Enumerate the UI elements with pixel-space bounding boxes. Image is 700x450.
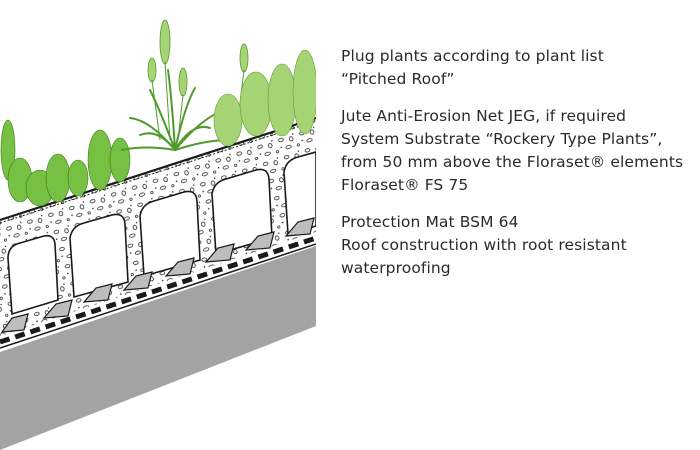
roof-construction bbox=[0, 246, 316, 450]
green-roof-cross-section bbox=[0, 19, 316, 450]
legend-plants-line1: Plug plants according to plant list bbox=[341, 47, 604, 65]
legend-substrate-line1: System Substrate “Rockery Type Plants”, bbox=[341, 130, 663, 148]
legend-group-roof: Protection Mat BSM 64 Roof construction … bbox=[341, 211, 691, 280]
legend-substrate-line2: from 50 mm above the Floraset® elements bbox=[341, 153, 684, 171]
legend-group-substrate: Jute Anti-Erosion Net JEG, if required S… bbox=[341, 105, 691, 197]
legend: Plug plants according to plant list “Pit… bbox=[341, 45, 691, 280]
legend-roof-line1: Roof construction with root resistant bbox=[341, 236, 627, 254]
legend-jute: Jute Anti-Erosion Net JEG, if required bbox=[341, 107, 627, 125]
legend-plants-line2: “Pitched Roof” bbox=[341, 70, 455, 88]
legend-mat: Protection Mat BSM 64 bbox=[341, 213, 519, 231]
plug-plants bbox=[0, 19, 316, 207]
protection-mat bbox=[0, 235, 316, 345]
legend-roof-line2: waterproofing bbox=[341, 259, 451, 277]
floraset-elements bbox=[7, 151, 316, 316]
legend-floraset: Floraset® FS 75 bbox=[341, 176, 469, 194]
legend-group-plants: Plug plants according to plant list “Pit… bbox=[341, 45, 691, 91]
